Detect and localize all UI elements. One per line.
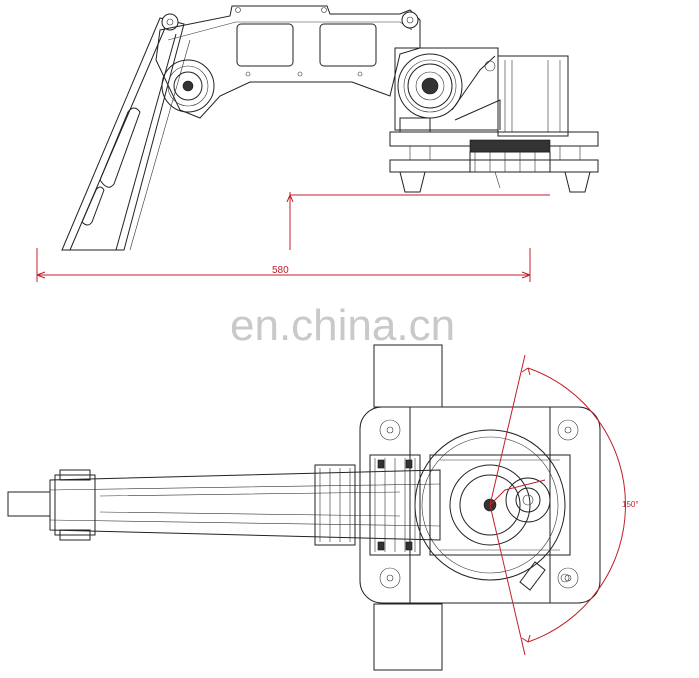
elbow-joint xyxy=(161,59,215,113)
base-plate-top xyxy=(359,406,601,604)
lower-arm-link xyxy=(61,13,191,251)
horizontal-arm xyxy=(7,454,571,556)
base-plates xyxy=(389,131,599,193)
upper-arm-plate xyxy=(155,5,421,119)
watermark: en.china.cn xyxy=(230,301,455,350)
rotation-angle-dimension: 150° xyxy=(489,354,639,656)
top-view: 150° xyxy=(7,344,639,671)
angle-label: 150° xyxy=(622,500,639,509)
side-view: 580 xyxy=(36,5,599,282)
dimension-580: 580 xyxy=(36,192,550,282)
turntable xyxy=(414,429,570,591)
vertical-rail xyxy=(373,344,443,671)
base-gear-housing xyxy=(394,47,569,137)
dimension-width-label: 580 xyxy=(272,265,289,276)
